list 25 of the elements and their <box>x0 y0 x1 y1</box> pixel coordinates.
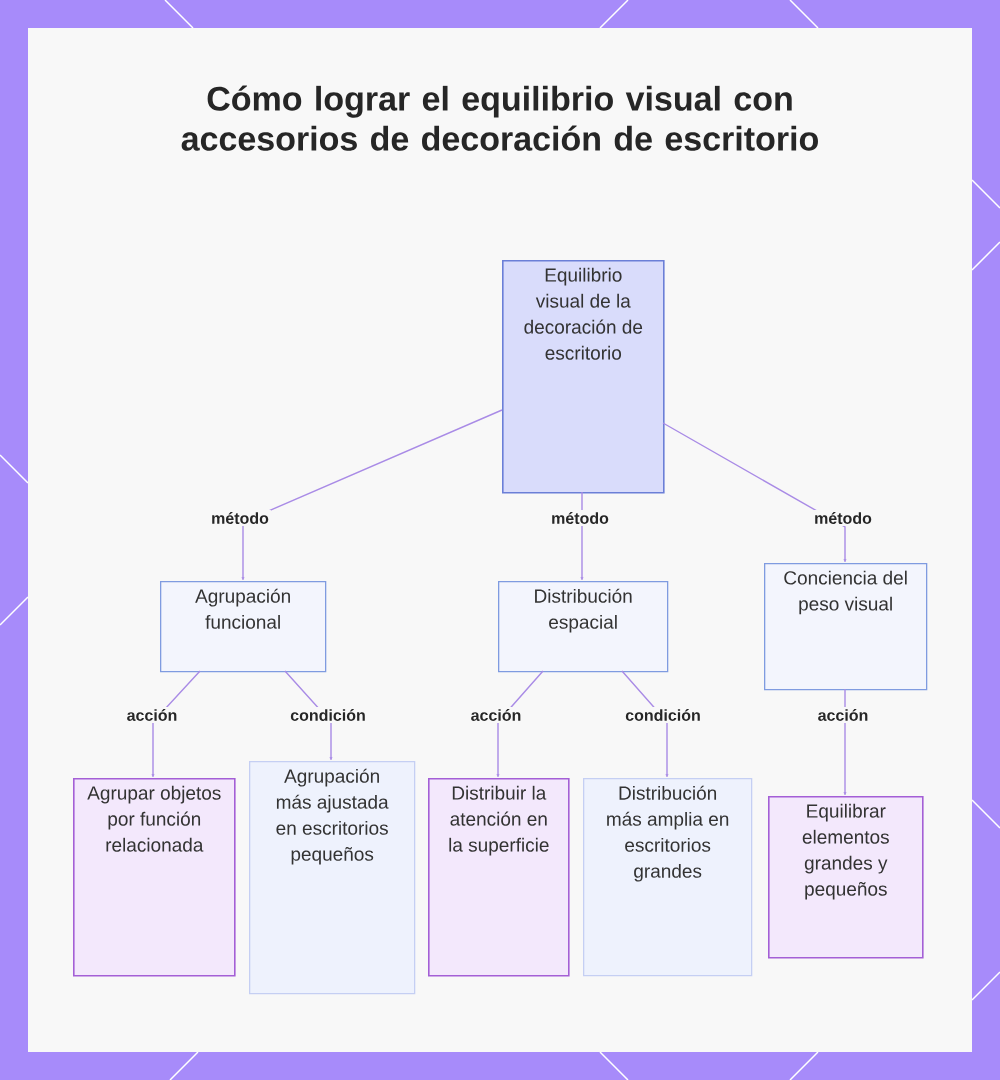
edge-label: condición <box>623 707 703 723</box>
edge-label: acción <box>124 707 180 723</box>
method-box: Agrupación funcional <box>160 581 327 673</box>
action-box: Equilibrar elementos grandes y pequeños <box>768 796 924 959</box>
connector-arrow <box>496 670 544 778</box>
connector-arrow <box>621 670 669 778</box>
edge-label: método <box>549 510 611 526</box>
method-box: Conciencia del peso visual <box>764 563 928 691</box>
edge-label: método <box>812 510 874 526</box>
connector-arrow <box>580 491 584 581</box>
title: Cómo lograr el equilibrio visual con accesorios de decoración de escritorio <box>181 85 818 151</box>
edge-label: acción <box>468 707 524 723</box>
condition-box: Distribución más amplia en escritorios grandes <box>583 778 753 977</box>
action-box: Agrupar objetos por función relacionada <box>73 778 236 977</box>
connector-arrow <box>662 422 847 563</box>
action-box: Distribuir la atención en la superficie <box>428 778 570 977</box>
edge-label: método <box>209 510 271 526</box>
condition-box: Agrupación más ajustada en escritorios pequeños <box>249 761 416 995</box>
connector-arrow <box>241 409 503 581</box>
method-box: Distribución espacial <box>498 581 669 673</box>
topic-box: Equilibrio visual de la decoración de escritorio <box>502 260 665 494</box>
connector-arrow <box>151 670 201 778</box>
edge-label: acción <box>815 707 871 723</box>
connector-arrow <box>843 688 847 796</box>
edge-label: condición <box>288 707 368 723</box>
